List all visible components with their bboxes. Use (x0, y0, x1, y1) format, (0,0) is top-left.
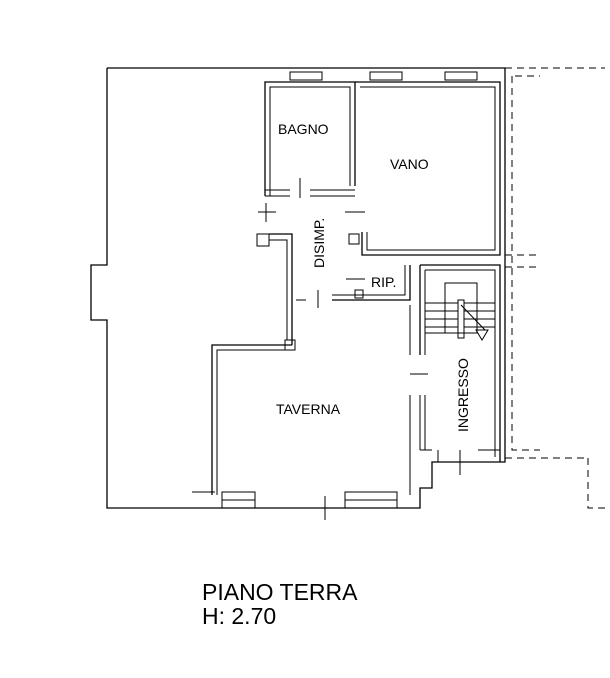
adjacent-outline (505, 67, 605, 509)
vano-walls (345, 81, 501, 256)
taverna-walls (192, 305, 428, 520)
bagno-walls (264, 81, 356, 198)
ceiling-height: H: 2.70 (202, 603, 277, 629)
floor-name: PIANO TERRA (202, 579, 358, 605)
rip-walls (332, 265, 411, 301)
label-ingresso: INGRESSO (455, 358, 471, 432)
disimp-walls (256, 203, 319, 345)
top-windows (289, 71, 478, 81)
label-vano: VANO (390, 156, 429, 172)
label-disimp: DISIMP. (311, 218, 327, 268)
outer-walls (90, 67, 506, 509)
label-bagno: BAGNO (278, 121, 329, 137)
label-rip: RIP. (371, 274, 396, 290)
label-taverna: TAVERNA (276, 401, 341, 417)
ingresso-walls (419, 264, 501, 475)
stair (425, 282, 495, 341)
plan-title-block: PIANO TERRA H: 2.70 (202, 580, 358, 628)
